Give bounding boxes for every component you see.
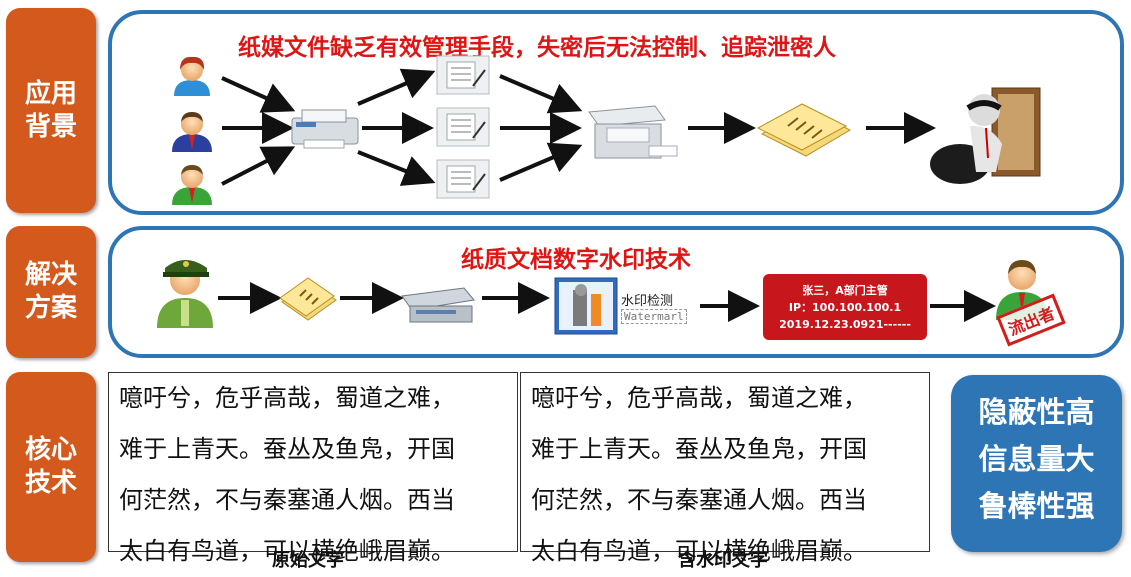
user-icon-3 xyxy=(172,165,212,205)
officer-icon xyxy=(157,260,213,328)
watermarked-text-box: 噫吁兮，危乎高哉，蜀道之难， 难于上青天。蚕丛及鱼凫，开国 何茫然，不与秦塞通人… xyxy=(520,372,930,565)
arrows-printer-to-docs xyxy=(357,68,436,186)
feature-3: 鲁棒性强 xyxy=(978,489,1095,523)
leaker-info-card: 张三，A部门主管 IP：100.100.100.1 2019.12.23.092… xyxy=(763,274,927,340)
section-label-background-text: 应用背景 xyxy=(24,78,77,142)
paper-stack-icon xyxy=(756,103,852,157)
section-label-background: 应用背景 xyxy=(6,8,96,213)
info-card-line1: 张三，A部门主管 xyxy=(802,284,888,297)
original-line-2: 难于上青天。蚕丛及鱼凫，开国 xyxy=(119,435,455,463)
section-label-core: 核心技术 xyxy=(6,372,96,562)
arrows-users-to-printer xyxy=(221,76,296,186)
document-icon-3 xyxy=(436,159,490,199)
watermark-tool-icon xyxy=(554,277,618,335)
solution-title: 纸质文档数字水印技术 xyxy=(461,247,691,273)
solution-paper-icon xyxy=(279,277,337,321)
info-card-line3: 2019.12.23.0921------ xyxy=(779,318,911,331)
arrows-docs-to-copier xyxy=(499,74,583,182)
background-title: 纸媒文件缺乏有效管理手段，失密后无法控制、追踪泄密人 xyxy=(238,35,836,61)
section-label-solution: 解决方案 xyxy=(6,226,96,358)
features-box: 隐蔽性高 信息量大 鲁棒性强 xyxy=(951,375,1122,552)
copier-icon xyxy=(588,105,678,159)
user-icon-2 xyxy=(172,112,212,152)
thief-icon xyxy=(930,87,1041,184)
info-card-line2: IP：100.100.100.1 xyxy=(788,301,902,314)
feature-1: 隐蔽性高 xyxy=(978,395,1095,429)
section-label-core-text: 核心技术 xyxy=(24,435,77,498)
original-line-4: 太白有鸟道，可以横绝峨眉巅。 xyxy=(119,537,455,565)
printer-icon xyxy=(291,109,359,149)
scanner-icon xyxy=(401,287,475,323)
original-line-3: 何茫然，不与秦塞通人烟。西当 xyxy=(119,486,455,514)
section-label-solution-text: 解决方案 xyxy=(24,260,77,323)
document-icon-1 xyxy=(436,55,490,95)
watermark-tool-label: 水印检测 xyxy=(621,294,674,309)
watermark-tool-sublabel: Watermarl xyxy=(621,309,687,324)
original-caption: 原始文字 xyxy=(272,550,344,571)
watermarked-line-3: 何茫然，不与秦塞通人烟。西当 xyxy=(531,486,867,514)
watermarked-line-2: 难于上青天。蚕丛及鱼凫，开国 xyxy=(531,435,867,463)
feature-2: 信息量大 xyxy=(978,442,1095,476)
watermarked-line-1: 噫吁兮，危乎高哉，蜀道之难， xyxy=(531,384,867,412)
user-icon-1 xyxy=(174,56,210,96)
watermarked-line-4: 太白有鸟道，可以横绝峨眉巅。 xyxy=(531,537,867,565)
document-icon-2 xyxy=(436,107,490,147)
original-line-1: 噫吁兮，危乎高哉，蜀道之难， xyxy=(119,384,455,412)
original-text-box: 噫吁兮，危乎高哉，蜀道之难， 难于上青天。蚕丛及鱼凫，开国 何茫然，不与秦塞通人… xyxy=(108,372,518,565)
watermarked-caption: 含水印文字 xyxy=(678,550,768,571)
